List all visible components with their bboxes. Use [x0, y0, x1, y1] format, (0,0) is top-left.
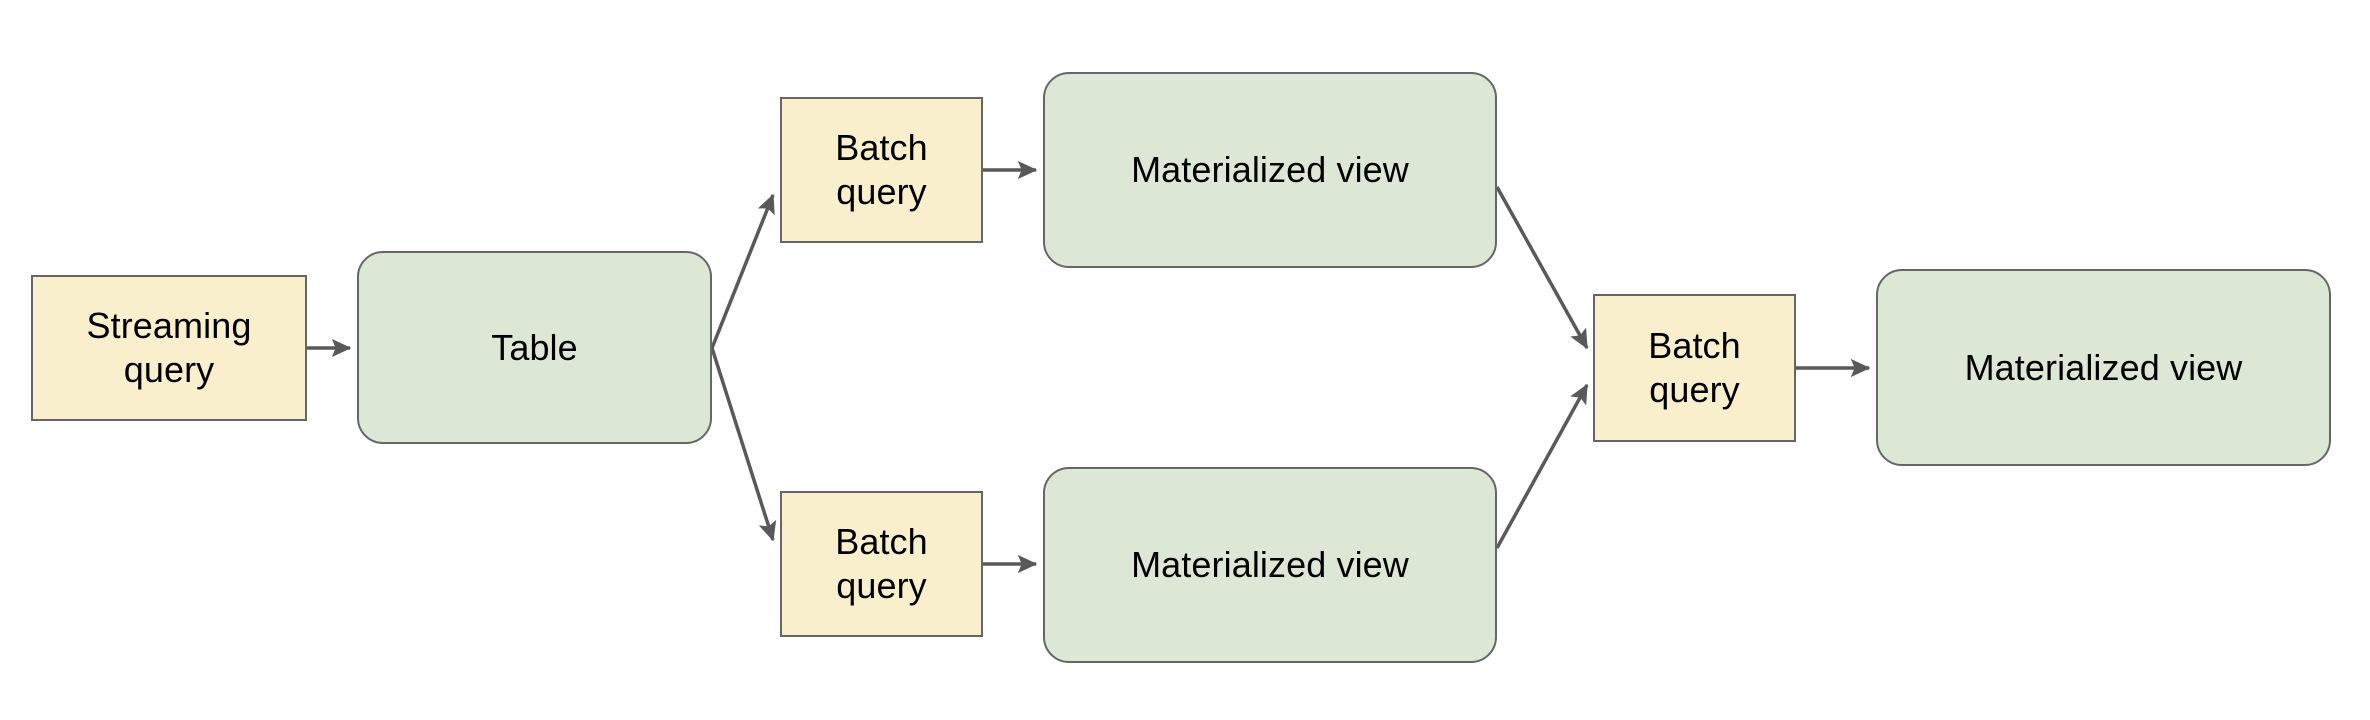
node-materialized-view-top[interactable]: Materialized view: [1043, 72, 1497, 268]
node-batch-query-top[interactable]: Batch query: [780, 97, 983, 243]
node-label: Materialized view: [1964, 346, 2243, 388]
node-batch-query-bottom[interactable]: Batch query: [780, 491, 983, 637]
node-table[interactable]: Table: [357, 251, 712, 444]
edge-table-to-batch-query-bottom: [710, 347, 777, 542]
node-label: Batch query: [1648, 325, 1741, 410]
edge-materialized-view-top-to-batch-query-join: [1495, 186, 1589, 350]
node-label: Streaming query: [86, 305, 252, 390]
node-materialized-view-final[interactable]: Materialized view: [1876, 269, 2331, 466]
node-label: Table: [491, 326, 578, 368]
edge-table-to-batch-query-top: [710, 193, 775, 349]
node-streaming-query[interactable]: Streaming query: [31, 275, 307, 421]
node-label: Batch query: [835, 127, 928, 212]
node-batch-query-join[interactable]: Batch query: [1593, 294, 1796, 442]
edge-materialized-view-bottom-to-batch-query-join: [1495, 383, 1589, 549]
node-materialized-view-bottom[interactable]: Materialized view: [1043, 467, 1497, 663]
node-label: Materialized view: [1131, 149, 1409, 191]
node-label: Batch query: [835, 521, 928, 606]
node-label: Materialized view: [1131, 544, 1409, 586]
